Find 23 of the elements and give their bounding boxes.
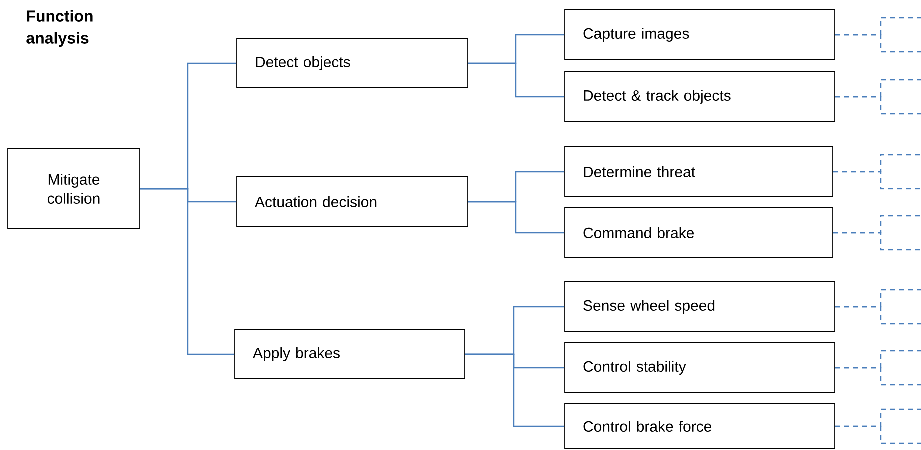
function-box: Detect & track objects bbox=[564, 72, 836, 122]
function-box: Command brake bbox=[564, 208, 834, 258]
connector-line bbox=[833, 171, 921, 190]
connector-line bbox=[835, 34, 921, 53]
function-box: Detect objects bbox=[236, 38, 468, 88]
connector-line bbox=[140, 188, 235, 356]
connector-line bbox=[465, 354, 565, 428]
function-box: Capture images bbox=[564, 10, 836, 60]
connector-line bbox=[835, 306, 921, 325]
function-box: Apply brakes bbox=[234, 330, 466, 380]
connector-line bbox=[833, 232, 921, 251]
function-box: Mitigate collision bbox=[8, 148, 140, 230]
connector-line bbox=[835, 367, 921, 386]
connector-line bbox=[835, 426, 921, 444]
function-box: Sense wheel speed bbox=[564, 282, 836, 332]
function-box: Control stability bbox=[564, 342, 836, 394]
function-box: Determine threat bbox=[564, 146, 834, 198]
connector-line bbox=[468, 62, 565, 98]
connector-line bbox=[835, 96, 921, 115]
diagram-title: Function analysis bbox=[26, 10, 93, 48]
connector-line bbox=[468, 201, 565, 234]
function-box: Actuation decision bbox=[236, 176, 468, 228]
function-box: Control brake force bbox=[564, 404, 836, 450]
